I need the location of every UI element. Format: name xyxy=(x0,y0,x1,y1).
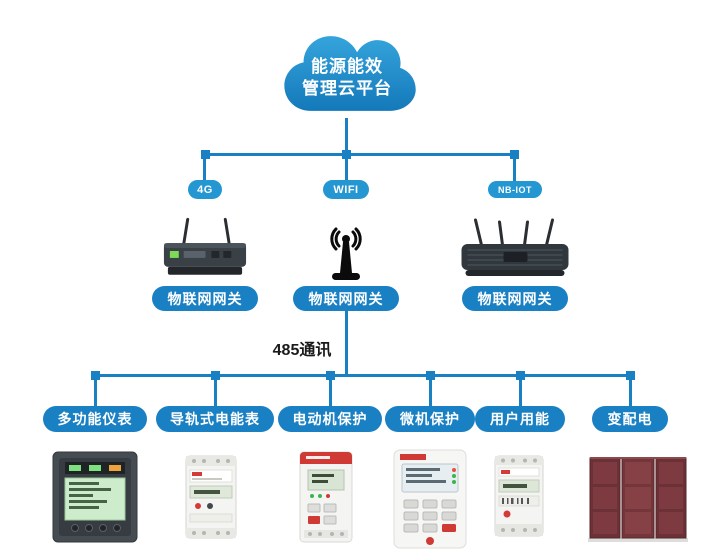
badge-4g: 4G xyxy=(188,180,222,199)
microcomputer-protection-image xyxy=(390,446,470,552)
connector-cloud-down xyxy=(345,118,348,155)
connector-stub-wifi xyxy=(345,153,348,181)
connector-stub-device-3 xyxy=(329,374,332,406)
user-energy-meter-image xyxy=(483,452,555,540)
4g-router-image xyxy=(158,216,252,286)
power-distribution-cabinet-image xyxy=(588,452,688,546)
cloud-title-line1: 能源能效 xyxy=(311,57,383,76)
nbiot-router-image xyxy=(457,218,573,284)
device-button-microcomputer-protection: 微机保护 xyxy=(385,406,475,432)
connector-stub-device-5 xyxy=(519,374,522,406)
badge-nbiot: NB-IOT xyxy=(488,181,542,198)
connector-stub-device-4 xyxy=(429,374,432,406)
device-button-power-distribution: 变配电 xyxy=(592,406,668,432)
connector-485-down xyxy=(345,311,348,376)
din-rail-meter-image xyxy=(172,452,250,542)
multifunction-meter-image xyxy=(49,448,141,546)
device-button-din-rail-meter: 导轨式电能表 xyxy=(156,406,274,432)
connector-stub-device-6 xyxy=(629,374,632,406)
device-button-motor-protection: 电动机保护 xyxy=(278,406,382,432)
connector-top-horizontal xyxy=(204,153,516,156)
connector-stub-4g xyxy=(203,153,206,181)
bus-485-label: 485通讯 xyxy=(272,342,332,359)
device-button-user-energy: 用户用能 xyxy=(475,406,565,432)
badge-wifi: WIFI xyxy=(323,180,369,199)
wifi-antenna-image xyxy=(318,220,374,284)
cloud-icon xyxy=(284,36,416,111)
cloud-title-line2: 管理云平台 xyxy=(302,79,392,98)
device-button-multifunction-meter: 多功能仪表 xyxy=(43,406,147,432)
connector-stub-nbiot xyxy=(513,153,516,181)
connector-stub-device-2 xyxy=(214,374,217,406)
gateway-button-wifi: 物联网网关 xyxy=(293,286,399,311)
cloud-title: 能源能效 管理云平台 xyxy=(275,56,419,100)
motor-protection-image xyxy=(292,448,360,546)
connector-stub-device-1 xyxy=(94,374,97,406)
gateway-button-4g: 物联网网关 xyxy=(152,286,258,311)
gateway-button-nbiot: 物联网网关 xyxy=(462,286,568,311)
cloud-platform: 能源能效 管理云平台 xyxy=(275,28,419,124)
connector-bus-horizontal xyxy=(94,374,632,377)
